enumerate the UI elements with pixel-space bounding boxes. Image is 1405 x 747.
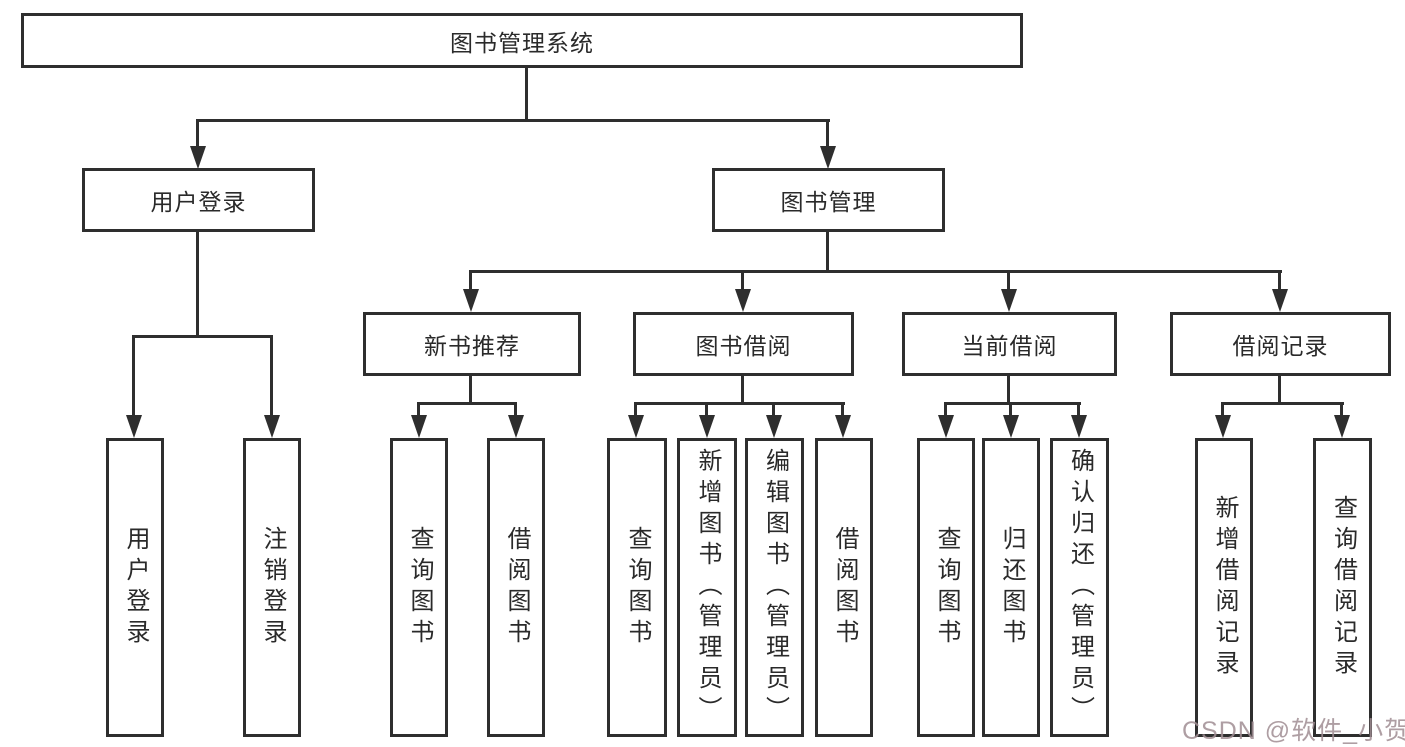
arrowhead-icon [938,415,954,438]
leaf-current-confirm: 确认归还（管理员） [1050,438,1109,737]
arrowhead-icon [1272,289,1288,312]
connector-line [1007,376,1010,404]
arrowhead-icon [699,415,715,438]
leaf-current-return-label: 归还图书 [998,525,1025,650]
arrowhead-icon [126,415,142,438]
watermark-text: CSDN @软件_小贺同学 [1182,717,1405,745]
arrowhead-icon [766,415,782,438]
connector-line [944,402,1081,405]
leaf-borrow-add: 新增图书（管理员） [677,438,737,737]
arrowhead-icon [835,415,851,438]
arrowhead-icon [1071,415,1087,438]
leaf-user-login-label: 用户登录 [122,525,149,650]
leaf-current-query-label: 查询图书 [933,525,960,650]
connector-line [514,402,517,416]
arrowhead-icon [508,415,524,438]
leaf-borrow-edit: 编辑图书（管理员） [745,438,804,737]
connector-line [772,402,775,416]
connector-line [1007,270,1010,291]
connector-line [826,119,829,147]
node-current-borrow-label: 当前借阅 [961,333,1058,359]
leaf-records-add: 新增借阅记录 [1195,438,1253,737]
connector-line [1278,376,1281,404]
connector-line [741,376,744,404]
connector-line [132,335,135,416]
connector-line [1278,270,1281,291]
leaf-borrow-add-label: 新增图书（管理员） [694,448,721,727]
leaf-newbooks-borrow: 借阅图书 [487,438,545,737]
connector-line [469,270,1282,273]
leaf-borrow-query-label: 查询图书 [624,525,651,650]
leaf-logout-label: 注销登录 [259,525,286,650]
node-root-label: 图书管理系统 [450,29,594,56]
connector-line [525,68,528,122]
connector-line [270,335,273,416]
leaf-newbooks-borrow-label: 借阅图书 [503,525,530,650]
arrowhead-icon [463,289,479,312]
connector-line [132,335,273,338]
leaf-current-return: 归还图书 [982,438,1040,737]
leaf-borrow-edit-label: 编辑图书（管理员） [761,448,789,727]
connector-line [741,270,744,291]
leaf-current-confirm-label: 确认归还（管理员） [1066,448,1094,727]
node-root: 图书管理系统 [21,13,1023,68]
arrowhead-icon [190,146,206,169]
connector-line [634,402,845,405]
arrowhead-icon [628,415,644,438]
connector-line [1221,402,1224,416]
node-borrow-records: 借阅记录 [1170,312,1391,376]
leaf-user-login: 用户登录 [106,438,164,737]
leaf-newbooks-query: 查询图书 [390,438,448,737]
arrowhead-icon [1003,415,1019,438]
connector-line [841,402,844,416]
connector-line [1009,402,1012,416]
node-user-login-label: 用户登录 [150,189,247,215]
leaf-current-query: 查询图书 [917,438,975,737]
arrowhead-icon [264,415,280,438]
node-book-borrow-label: 图书借阅 [695,333,792,359]
connector-line [826,232,829,273]
arrowhead-icon [1334,415,1350,438]
connector-line [196,232,199,336]
node-current-borrow: 当前借阅 [902,312,1117,376]
connector-line [1340,402,1343,416]
connector-line [1221,402,1344,405]
connector-line [196,119,199,147]
connector-line [417,402,517,405]
leaf-records-query: 查询借阅记录 [1313,438,1372,737]
leaf-records-add-label: 新增借阅记录 [1211,494,1238,681]
connector-line [944,402,947,416]
connector-line [1077,402,1080,416]
connector-line [705,402,708,416]
arrowhead-icon [735,289,751,312]
node-borrow-records-label: 借阅记录 [1232,333,1329,359]
node-book-borrow: 图书借阅 [633,312,854,376]
leaf-borrow-borrow: 借阅图书 [815,438,873,737]
arrowhead-icon [1215,415,1231,438]
leaf-logout: 注销登录 [243,438,301,737]
leaf-newbooks-query-label: 查询图书 [406,525,433,650]
connector-line [469,376,472,404]
node-book-mgmt: 图书管理 [712,168,945,232]
node-user-login: 用户登录 [82,168,315,232]
leaf-records-query-label: 查询借阅记录 [1329,494,1357,681]
node-book-mgmt-label: 图书管理 [780,189,877,215]
connector-line [469,270,472,291]
arrowhead-icon [1001,289,1017,312]
connector-line [634,402,637,416]
arrowhead-icon [411,415,427,438]
leaf-borrow-query: 查询图书 [607,438,667,737]
leaf-borrow-borrow-label: 借阅图书 [831,525,858,650]
connector-line [196,119,830,122]
node-new-books-label: 新书推荐 [424,333,520,359]
connector-line [417,402,420,416]
node-new-books: 新书推荐 [363,312,581,376]
arrowhead-icon [820,146,836,169]
